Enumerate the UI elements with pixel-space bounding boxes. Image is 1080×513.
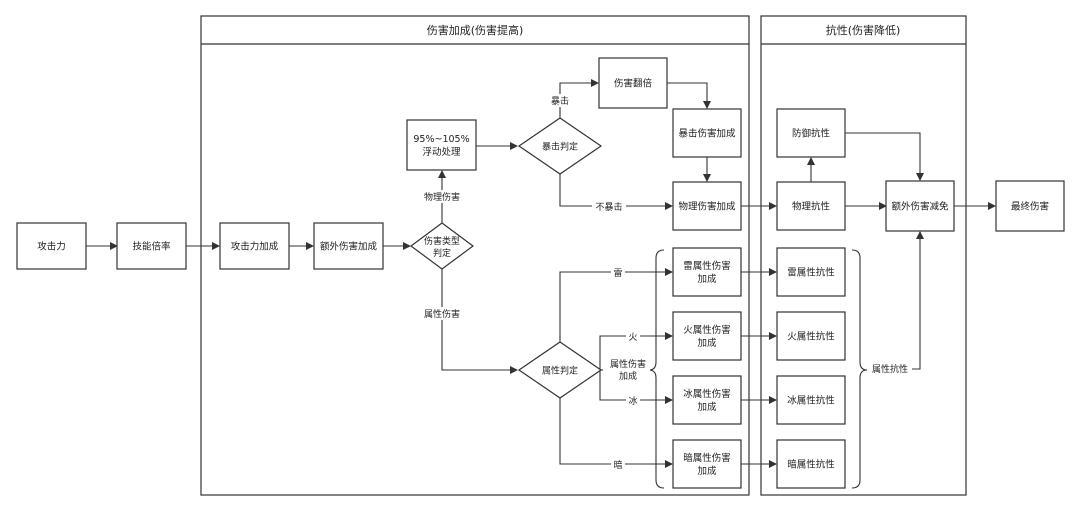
node-attack-bonus: 攻击力加成 (219, 222, 290, 270)
edge-label-attribute-text: 属性伤害 (424, 308, 460, 320)
node-fire-bonus-line1: 火属性伤害 (683, 324, 731, 336)
group-damage-bonus-title: 伤害加成(伤害提高) (427, 23, 524, 37)
brace-label-attribute-bonus-line1: 属性伤害 (610, 358, 646, 370)
node-float-line2: 浮动处理 (422, 146, 461, 158)
node-extra-damage-bonus: 额外伤害加成 (313, 222, 384, 270)
node-dark-resistance-label: 暗属性抗性 (787, 459, 835, 471)
edge-label-fire-text: 火 (628, 332, 637, 343)
edge-crit-to-physical (559, 174, 673, 210)
edge-defense-to-reduction (845, 132, 924, 181)
node-dark-resistance: 暗属性抗性 (776, 439, 846, 489)
node-attribute-judge: 属性判定 (517, 341, 603, 399)
edge-attribute-to-dark (559, 398, 673, 468)
node-physical-resistance-label: 物理抗性 (792, 201, 831, 213)
node-extra-damage-reduction-label: 额外伤害减免 (891, 201, 949, 213)
edge-label-dark-text: 暗 (613, 459, 622, 471)
brace-label-attribute-resistance: 属性抗性 (868, 362, 912, 375)
node-skill-multiplier: 技能倍率 (116, 222, 187, 270)
edge-label-crit-text: 暴击 (551, 95, 569, 107)
node-ice-bonus: 冰属性伤害 加成 (672, 375, 742, 425)
node-thunder-resistance-label: 雷属性抗性 (787, 267, 835, 279)
node-damage-type-judge: 伤害类型 判定 (409, 222, 475, 270)
node-ice-bonus-line2: 加成 (697, 401, 717, 413)
node-attack-label: 攻击力 (37, 241, 66, 253)
node-final-damage: 最终伤害 (995, 180, 1065, 232)
node-extra-damage-reduction: 额外伤害减免 (885, 180, 955, 232)
node-float-line1: 95%~105% (413, 134, 469, 145)
node-thunder-bonus: 雷属性伤害 加成 (672, 247, 742, 297)
node-ice-resistance-label: 冰属性抗性 (787, 395, 835, 407)
edge-attribute-to-fire (599, 332, 673, 370)
edge-label-no-crit: 不暴击 (592, 200, 626, 213)
brace-attribute-resistance (851, 249, 868, 489)
edge-label-attribute: 属性伤害 (420, 307, 464, 320)
edge-attribute-to-thunder (559, 268, 673, 342)
edge-label-thunder-text: 雷 (613, 268, 622, 279)
node-fire-resistance: 火属性抗性 (776, 311, 846, 361)
edge-label-crit: 暴击 (546, 94, 574, 107)
edge-label-dark: 暗 (611, 458, 625, 471)
node-damage-double-label: 伤害翻倍 (614, 78, 653, 90)
group-resistance: 抗性(伤害降低) (760, 15, 967, 496)
edge-label-ice: 冰 (626, 394, 640, 407)
node-attack: 攻击力 (16, 222, 87, 270)
node-damage-type-line2: 判定 (433, 247, 451, 259)
edge-attribute-to-ice (599, 370, 673, 404)
edge-label-no-crit-text: 不暴击 (595, 201, 622, 213)
node-physical-damage-bonus: 物理伤害加成 (672, 181, 742, 231)
node-defense-resistance-label: 防御抗性 (792, 128, 831, 140)
node-thunder-bonus-line2: 加成 (697, 273, 717, 285)
node-attack-bonus-label: 攻击力加成 (231, 241, 279, 253)
brace-label-attribute-bonus-line2: 加成 (619, 370, 637, 382)
edge-label-thunder: 雷 (611, 266, 625, 279)
node-fire-bonus: 火属性伤害 加成 (672, 311, 742, 361)
node-damage-double: 伤害翻倍 (598, 57, 668, 109)
node-thunder-bonus-line1: 雷属性伤害 (683, 260, 731, 272)
node-ice-bonus-line1: 冰属性伤害 (683, 388, 731, 400)
node-thunder-resistance: 雷属性抗性 (776, 247, 846, 297)
edge-double-to-crit-bonus (667, 82, 711, 109)
node-crit-damage-bonus-label: 暴击伤害加成 (678, 128, 736, 140)
edge-label-fire: 火 (626, 330, 640, 343)
node-physical-resistance: 物理抗性 (776, 181, 846, 231)
node-attribute-judge-label: 属性判定 (542, 365, 578, 377)
node-crit-damage-bonus: 暴击伤害加成 (672, 108, 742, 158)
node-ice-resistance: 冰属性抗性 (776, 375, 846, 425)
brace-label-attribute-resistance-text: 属性抗性 (872, 363, 908, 375)
brace-attribute-bonus (648, 249, 665, 489)
edge-label-physical-text: 物理伤害 (424, 191, 460, 203)
node-crit-judge-label: 暴击判定 (542, 141, 578, 153)
node-skill-multiplier-label: 技能倍率 (132, 241, 171, 253)
brace-label-attribute-bonus: 属性伤害 加成 (606, 357, 650, 383)
node-extra-damage-bonus-label: 额外伤害加成 (320, 241, 378, 253)
node-final-damage-label: 最终伤害 (1011, 201, 1049, 213)
edge-type-to-attribute (441, 269, 518, 374)
node-damage-type-line1: 伤害类型 (424, 235, 460, 247)
node-crit-judge: 暴击判定 (517, 117, 603, 175)
node-float-process: 95%~105% 浮动处理 (406, 119, 477, 171)
edge-label-ice-text: 冰 (628, 395, 637, 407)
group-resistance-title: 抗性(伤害降低) (826, 23, 901, 37)
node-physical-damage-bonus-label: 物理伤害加成 (678, 201, 736, 213)
node-dark-bonus-line2: 加成 (697, 465, 717, 477)
node-dark-bonus-line1: 暗属性伤害 (683, 452, 731, 464)
node-fire-resistance-label: 火属性抗性 (787, 331, 835, 343)
node-defense-resistance: 防御抗性 (776, 108, 846, 158)
edge-attribute-resist-to-reduction (872, 231, 924, 370)
node-fire-bonus-line2: 加成 (697, 337, 717, 349)
node-dark-bonus: 暗属性伤害 加成 (672, 439, 742, 489)
group-damage-bonus: 伤害加成(伤害提高) (200, 15, 750, 496)
edge-label-physical: 物理伤害 (420, 190, 464, 203)
